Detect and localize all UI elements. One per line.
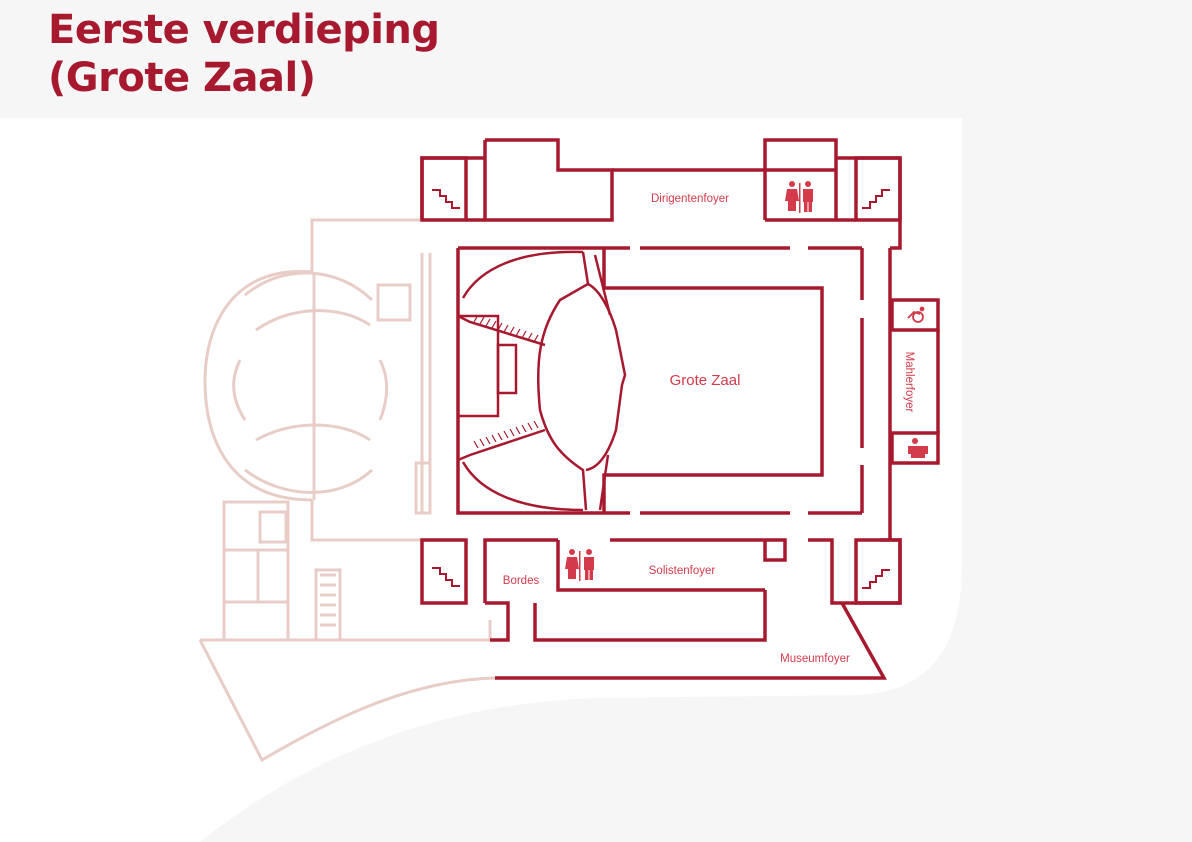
room-label-grote-zaal: Grote Zaal [670, 372, 741, 389]
stairs-icon [862, 189, 890, 209]
stairs-icon [432, 189, 460, 209]
plan-background [0, 118, 962, 842]
restroom-icon [565, 549, 594, 581]
room-label-dirigentenfoyer: Dirigentenfoyer [651, 193, 729, 205]
room-label-museumfoyer: Museumfoyer [780, 653, 850, 665]
restroom-icon [908, 438, 928, 458]
stage-seating [456, 250, 627, 512]
stairs-hatching [473, 314, 539, 449]
restroom-icon [785, 181, 813, 213]
page-title: Eerste verdieping (Grote Zaal) [48, 6, 440, 102]
title-line-2: (Grote Zaal) [48, 55, 316, 101]
stairs-icon [432, 567, 460, 587]
room-label-mahlerfoyer: Mahlerfoyer [903, 352, 915, 413]
stairs-icon [862, 569, 890, 589]
ghost-structure [198, 218, 496, 763]
title-line-1: Eerste verdieping [48, 7, 440, 53]
room-label-bordes: Bordes [503, 575, 540, 587]
room-label-solistenfoyer: Solistenfoyer [649, 565, 716, 577]
wheelchair-icon [907, 306, 925, 323]
